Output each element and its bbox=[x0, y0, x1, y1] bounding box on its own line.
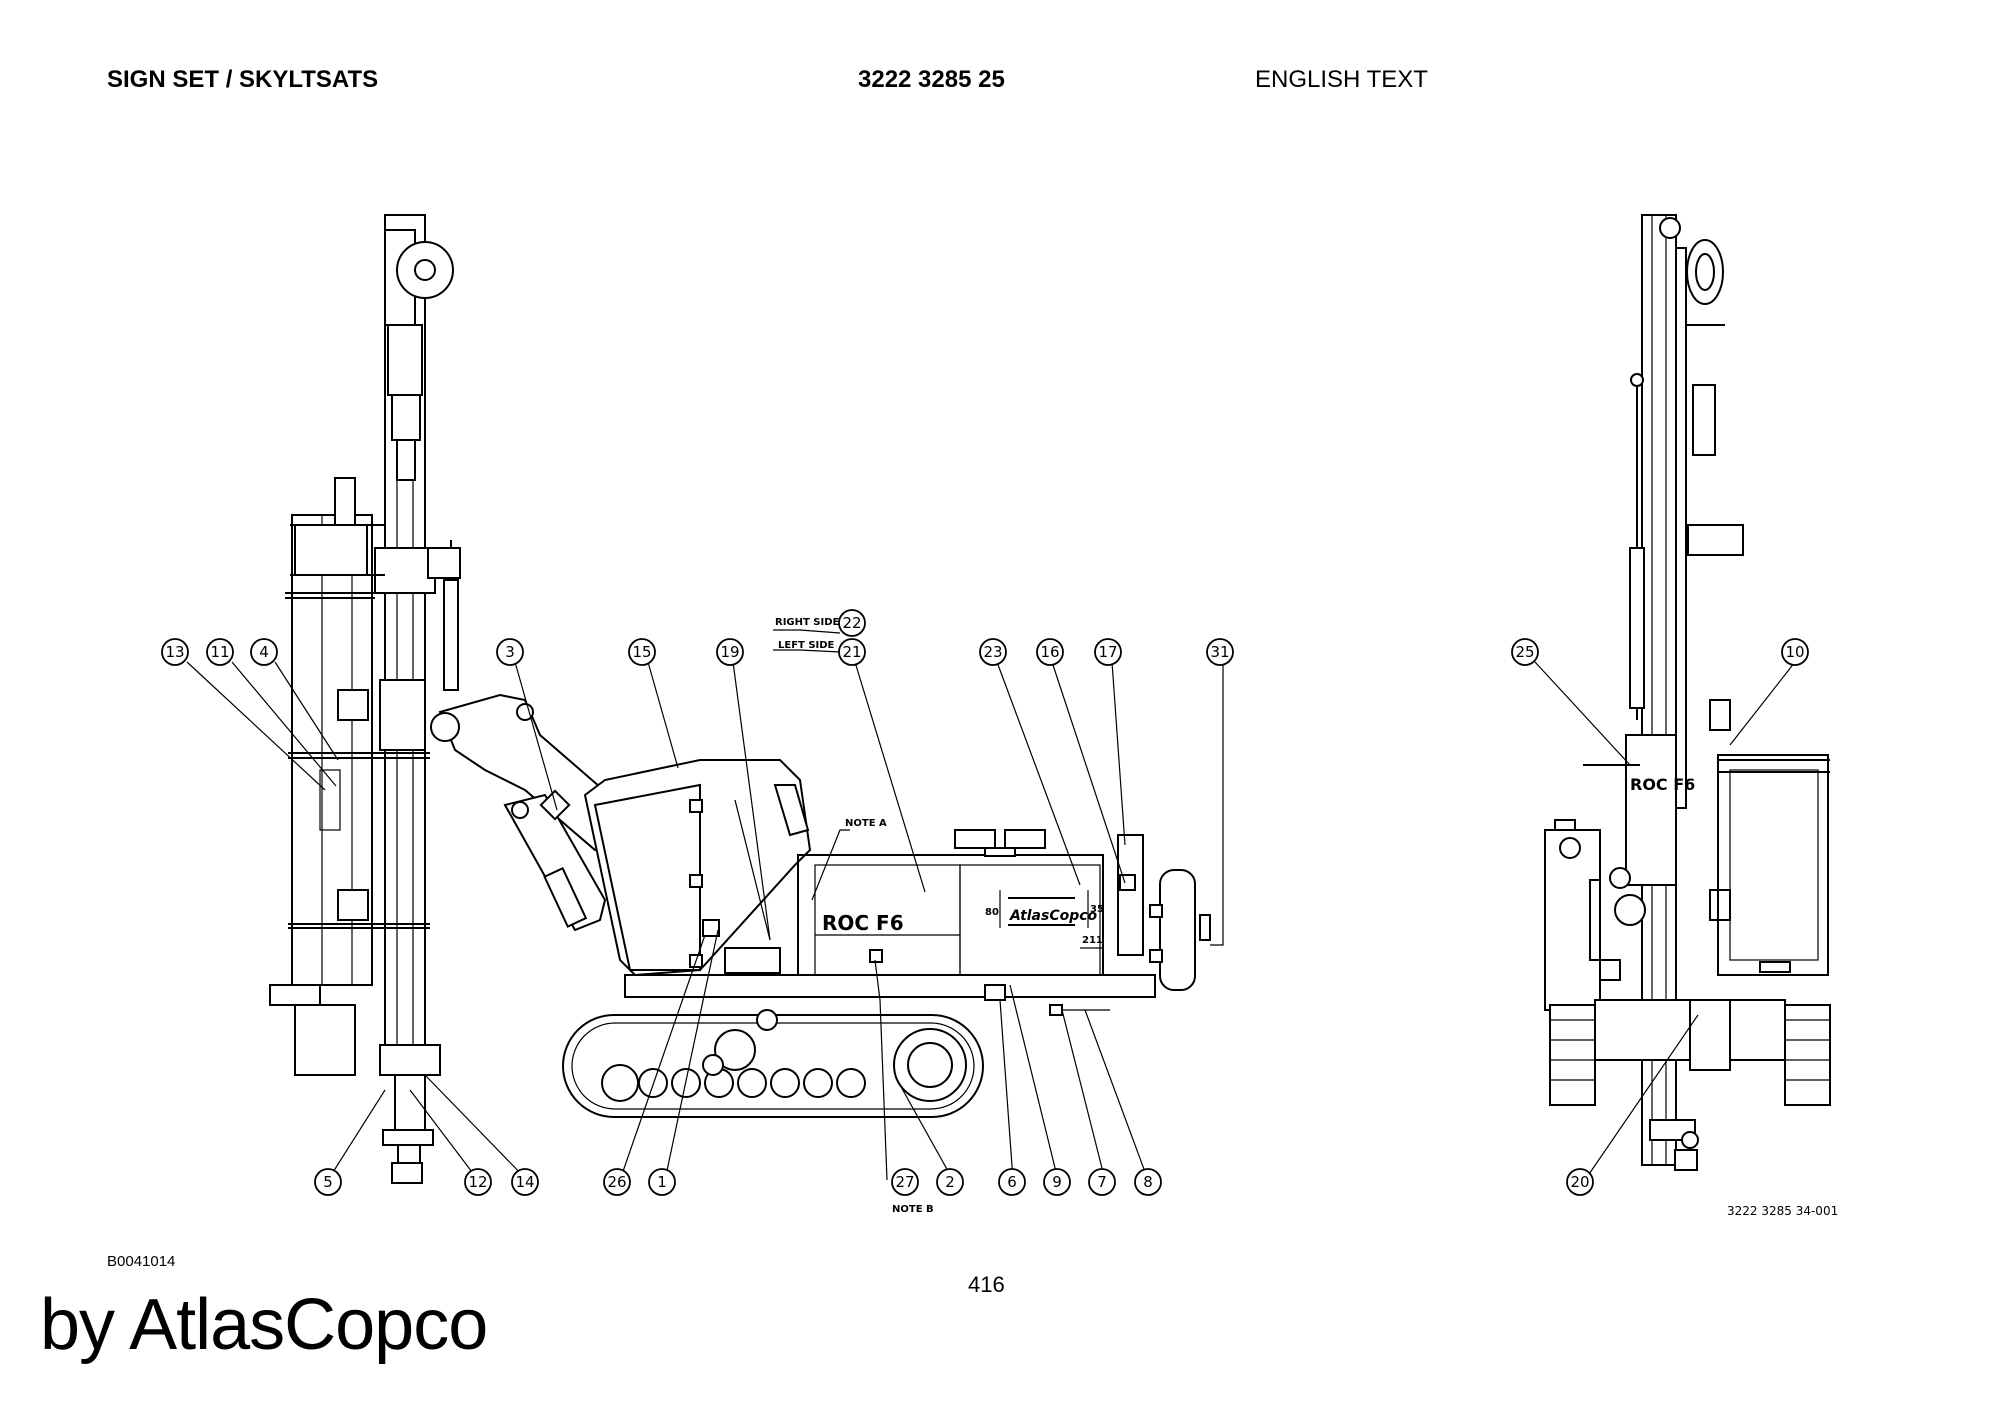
dim-80: 80 bbox=[985, 907, 999, 918]
svg-text:4: 4 bbox=[259, 643, 269, 661]
svg-text:12: 12 bbox=[468, 1173, 487, 1191]
note-left-side: LEFT SIDE bbox=[778, 640, 835, 651]
callout-23: 23 bbox=[979, 638, 1007, 666]
callout-8: 8 bbox=[1134, 1168, 1162, 1196]
svg-text:13: 13 bbox=[165, 643, 184, 661]
svg-text:10: 10 bbox=[1785, 643, 1804, 661]
svg-text:6: 6 bbox=[1007, 1173, 1017, 1191]
callout-25: 25 bbox=[1511, 638, 1539, 666]
callout-31: 31 bbox=[1206, 638, 1234, 666]
drawing-number: 3222 3285 34-001 bbox=[1727, 1204, 1838, 1218]
front-view-machine: ROC F6 bbox=[1544, 214, 1831, 1171]
svg-text:25: 25 bbox=[1515, 643, 1534, 661]
callout-1: 1 bbox=[648, 1168, 676, 1196]
language-label: ENGLISH TEXT bbox=[1255, 66, 1428, 93]
model-decal: ROC F6 bbox=[822, 911, 904, 935]
brand-watermark: by AtlasCopco bbox=[40, 1285, 488, 1365]
svg-text:5: 5 bbox=[323, 1173, 333, 1191]
callout-13: 13 bbox=[161, 638, 189, 666]
front-model-decal: ROC F6 bbox=[1630, 775, 1695, 794]
callout-16: 16 bbox=[1036, 638, 1064, 666]
callout-9: 9 bbox=[1043, 1168, 1071, 1196]
note-b: NOTE B bbox=[892, 1204, 934, 1215]
svg-text:2: 2 bbox=[945, 1173, 955, 1191]
callout-19: 19 bbox=[716, 638, 744, 666]
svg-text:27: 27 bbox=[895, 1173, 914, 1191]
callout-2: 2 bbox=[936, 1168, 964, 1196]
callout-14: 14 bbox=[511, 1168, 539, 1196]
dim-35: 35 bbox=[1090, 904, 1104, 915]
callout-7: 7 bbox=[1088, 1168, 1116, 1196]
callout-17: 17 bbox=[1094, 638, 1122, 666]
note-right-side: RIGHT SIDE bbox=[775, 617, 840, 628]
svg-text:15: 15 bbox=[632, 643, 651, 661]
callout-3: 3 bbox=[496, 638, 524, 666]
svg-text:1: 1 bbox=[657, 1173, 667, 1191]
svg-text:3: 3 bbox=[505, 643, 515, 661]
callout-6: 6 bbox=[998, 1168, 1026, 1196]
callout-15: 15 bbox=[628, 638, 656, 666]
svg-text:16: 16 bbox=[1040, 643, 1059, 661]
callout-20: 20 bbox=[1566, 1168, 1594, 1196]
svg-text:26: 26 bbox=[607, 1173, 626, 1191]
svg-text:23: 23 bbox=[983, 643, 1002, 661]
page-number: 416 bbox=[968, 1272, 1005, 1297]
svg-text:20: 20 bbox=[1570, 1173, 1589, 1191]
page-title: SIGN SET / SKYLTSATS bbox=[107, 66, 379, 93]
callout-22: 22 bbox=[838, 609, 866, 637]
svg-text:21: 21 bbox=[842, 643, 861, 661]
svg-text:8: 8 bbox=[1143, 1173, 1153, 1191]
svg-text:31: 31 bbox=[1210, 643, 1229, 661]
callout-10: 10 bbox=[1781, 638, 1809, 666]
side-view-machine: ROC F6 AtlasCopco 80 35 211 bbox=[269, 214, 1211, 1184]
svg-text:14: 14 bbox=[515, 1173, 534, 1191]
svg-text:7: 7 bbox=[1097, 1173, 1107, 1191]
callout-27: 27 bbox=[891, 1168, 919, 1196]
dim-211: 211 bbox=[1082, 935, 1103, 946]
part-number: 3222 3285 25 bbox=[858, 66, 1005, 93]
callout-21: 21 bbox=[838, 638, 866, 666]
callout-11: 11 bbox=[206, 638, 234, 666]
leader-lines bbox=[186, 629, 1796, 1181]
svg-text:11: 11 bbox=[210, 643, 229, 661]
callout-12: 12 bbox=[464, 1168, 492, 1196]
svg-text:22: 22 bbox=[842, 614, 861, 632]
note-a: NOTE A bbox=[845, 818, 887, 829]
callout-26: 26 bbox=[603, 1168, 631, 1196]
svg-text:9: 9 bbox=[1052, 1173, 1062, 1191]
logo-decal: AtlasCopco bbox=[1009, 908, 1098, 924]
callout-4: 4 bbox=[250, 638, 278, 666]
svg-text:19: 19 bbox=[720, 643, 739, 661]
callout-5: 5 bbox=[314, 1168, 342, 1196]
document-reference: B0041014 bbox=[107, 1253, 176, 1270]
svg-text:17: 17 bbox=[1098, 643, 1117, 661]
